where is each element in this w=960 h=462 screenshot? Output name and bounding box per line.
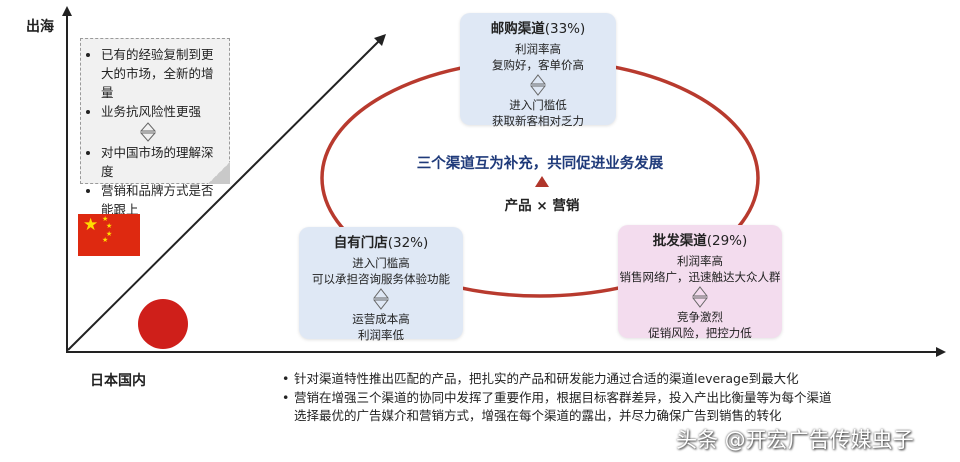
overseas-notes-box: 已有的经验复制到更大的市场，全新的增量 业务抗风险性更强 对中国市场的理解深度 …	[80, 38, 230, 217]
japan-circle-icon	[138, 299, 188, 349]
growth-diagonal-arrow	[67, 39, 381, 351]
watermark: 头条 @开宏广告传媒虫子	[676, 428, 914, 452]
channel-con: 促销风险，把控力低	[648, 326, 752, 340]
x-axis-label: 日本国内	[90, 373, 146, 389]
y-axis-arrowhead	[62, 6, 72, 16]
tradeoff-icon	[618, 285, 782, 309]
channel-card-wholesale: 批发渠道(29%) 利润率高 销售网络广，迅速触达大众人群 竞争激烈 促销风险，…	[618, 225, 782, 340]
notes-item: 业务抗风险性更强	[101, 102, 223, 121]
china-flag-icon: ★ ★ ★ ★ ★	[78, 214, 140, 256]
channel-card-mail-order: 邮购渠道(33%) 利润率高 复购好，客单价高 进入门槛低 获取新客相对乏力	[460, 13, 616, 128]
notes-bottom-list: 对中国市场的理解深度 营销和品牌方式是否能跟上	[87, 143, 223, 219]
channel-title: 批发渠道(29%)	[652, 233, 748, 249]
notes-item: 营销和品牌方式是否能跟上	[101, 181, 223, 219]
channel-con: 竞争激烈	[677, 310, 723, 324]
tradeoff-icon	[73, 122, 223, 142]
notes-top-list: 已有的经验复制到更大的市场，全新的增量 业务抗风险性更强	[87, 45, 223, 121]
notes-item: 对中国市场的理解深度	[101, 143, 223, 181]
channel-con: 获取新客相对乏力	[492, 114, 584, 128]
triangle-icon	[535, 176, 549, 187]
bottom-notes: 针对渠道特性推出匹配的产品，把扎实的产品和研发能力通过合适的渠道leverage…	[282, 370, 842, 426]
channel-con: 利润率低	[358, 328, 404, 342]
channel-title: 邮购渠道(33%)	[490, 21, 586, 37]
y-axis-label: 出海	[26, 19, 54, 35]
x-axis-arrowhead	[936, 347, 946, 357]
channel-pro: 利润率高	[677, 254, 723, 268]
channel-pro: 可以承担咨询服务体验功能	[312, 272, 450, 286]
notes-item: 已有的经验复制到更大的市场，全新的增量	[101, 45, 223, 102]
channel-con: 运营成本高	[352, 312, 410, 326]
product-marketing-label: 产品 × 营销	[504, 198, 580, 214]
channel-con: 进入门槛低	[509, 98, 567, 112]
channel-pro: 利润率高	[515, 42, 561, 56]
channel-pro: 销售网络广，迅速触达大众人群	[619, 270, 781, 284]
tradeoff-icon	[460, 73, 616, 97]
page-fold-corner	[208, 162, 230, 184]
growth-diagonal-arrowhead	[374, 34, 386, 46]
channel-pro: 进入门槛高	[352, 256, 410, 270]
bottom-note: 针对渠道特性推出匹配的产品，把扎实的产品和研发能力通过合适的渠道leverage…	[282, 370, 842, 389]
channel-title: 自有门店(32%)	[333, 235, 429, 251]
tradeoff-icon	[299, 287, 463, 311]
center-headline: 三个渠道互为补充，共同促进业务发展	[416, 156, 664, 172]
channel-pro: 复购好，客单价高	[492, 58, 584, 72]
bottom-note: 营销在增强三个渠道的协同中发挥了重要作用，根据目标客群差异，投入产出比衡量等为每…	[282, 389, 842, 426]
channel-card-own-store: 自有门店(32%) 进入门槛高 可以承担咨询服务体验功能 运营成本高 利润率低	[299, 227, 463, 342]
